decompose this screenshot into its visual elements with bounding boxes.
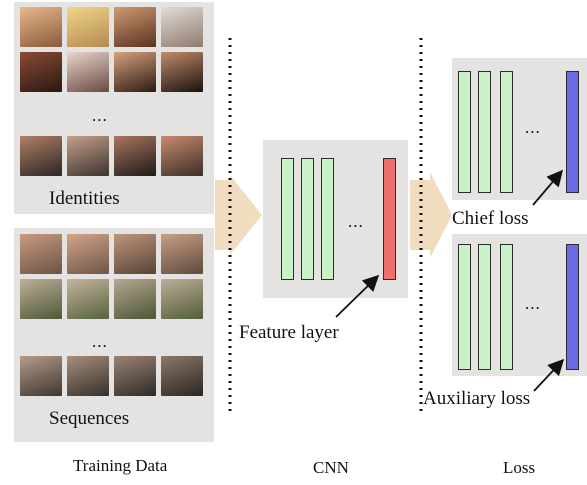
aux-branch-layer [500, 244, 513, 370]
chief-loss-layer [566, 71, 579, 193]
sequence-face [20, 234, 62, 274]
auxiliary-loss-label: Auxiliary loss [423, 388, 531, 409]
cnn-feature-layer [383, 158, 396, 280]
loss-caption: Loss [503, 458, 536, 477]
identity-face [161, 52, 203, 92]
cnn-conv-layer [281, 158, 294, 280]
sequence-face [161, 234, 203, 274]
identities-ellipsis: ... [92, 106, 108, 125]
chief-branch-layer [500, 71, 513, 193]
cnn-caption: CNN [313, 458, 349, 477]
training-data-caption: Training Data [73, 456, 168, 475]
identity-face [161, 136, 203, 176]
feature-layer-arrow [335, 274, 380, 318]
identity-face [114, 52, 156, 92]
identity-face [20, 7, 62, 47]
aux-ellipsis: ... [525, 294, 541, 313]
chief-loss-arrow [532, 169, 564, 206]
identities-panel: ... Identities [14, 2, 214, 214]
aux-loss-arrow [533, 358, 565, 392]
sequence-face [161, 356, 203, 396]
chief-branch-layer [478, 71, 491, 193]
chief-ellipsis: ... [525, 118, 541, 137]
sequences-ellipsis: ... [92, 332, 108, 351]
cnn-conv-layer [321, 158, 334, 280]
sequence-face [20, 356, 62, 396]
cnn-conv-layer [301, 158, 314, 280]
identity-face [114, 7, 156, 47]
identity-face [20, 136, 62, 176]
cnn-panel: ... [263, 140, 408, 298]
sequence-face [67, 279, 109, 319]
sequences-label: Sequences [49, 408, 130, 429]
chief-loss-label: Chief loss [452, 208, 529, 229]
sequence-face [67, 356, 109, 396]
cnn-ellipsis: ... [348, 212, 364, 231]
feature-layer-label: Feature layer [239, 322, 339, 343]
sequence-face [20, 279, 62, 319]
chief-branch-layer [458, 71, 471, 193]
identity-face [114, 136, 156, 176]
aux-branch-layer [458, 244, 471, 370]
sequence-face [161, 279, 203, 319]
sequence-face [67, 234, 109, 274]
auxiliary-loss-panel: ... [452, 234, 587, 376]
flow-arrow-data-to-cnn [215, 175, 262, 255]
aux-loss-layer [566, 244, 579, 370]
identities-label: Identities [49, 188, 120, 209]
identity-face [161, 7, 203, 47]
sequence-face [114, 356, 156, 396]
aux-branch-layer [478, 244, 491, 370]
identity-face [67, 7, 109, 47]
sequence-face [114, 279, 156, 319]
identity-face [20, 52, 62, 92]
sequence-face [114, 234, 156, 274]
identity-face [67, 136, 109, 176]
sequences-panel: ... Sequences [14, 228, 214, 442]
chief-loss-panel: ... [452, 58, 587, 200]
identity-face [67, 52, 109, 92]
